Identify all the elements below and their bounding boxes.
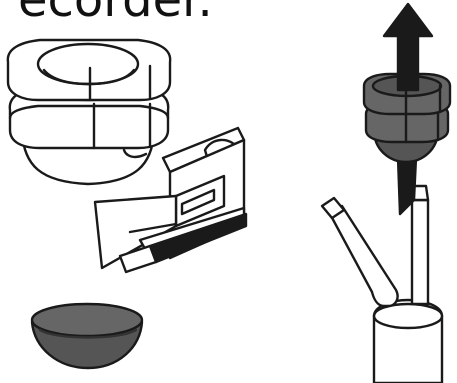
cut-off-cap-illustration <box>32 304 142 368</box>
cable-jacket-illustration <box>374 300 442 383</box>
cable-wires-illustration <box>322 158 428 306</box>
rubber-grommet-illustration <box>8 40 170 184</box>
